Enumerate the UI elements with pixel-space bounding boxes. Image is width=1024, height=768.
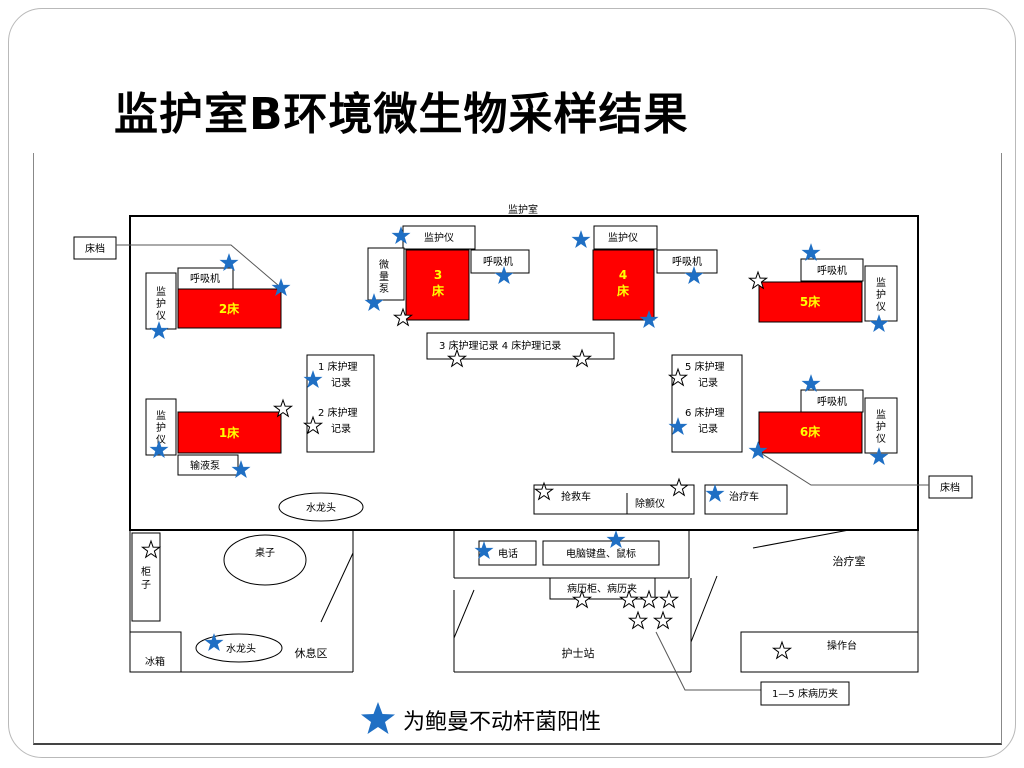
bed-2 — [177, 288, 282, 329]
svg-text:4: 4 — [619, 268, 627, 282]
svg-text:6 床护理: 6 床护理 — [685, 406, 725, 419]
svg-text:床: 床 — [432, 283, 445, 298]
bed3-ventilator: 呼吸机 — [483, 255, 513, 268]
phone-label: 电话 — [498, 547, 518, 560]
svg-text:监: 监 — [876, 276, 886, 289]
svg-text:记录: 记录 — [331, 423, 351, 435]
treatment-cart-label: 治疗车 — [729, 490, 759, 503]
svg-text:仪: 仪 — [876, 433, 886, 445]
table-label: 桌子 — [255, 546, 275, 559]
svg-text:量: 量 — [379, 271, 389, 283]
floor-plan: 监护室 休息区 护士站 治疗室 床档 床档 呼吸机 监 护 仪 2床 监 护 仪… — [73, 203, 973, 735]
bed-6-label: 6床 — [800, 424, 821, 439]
crash-cart-label: 抢救车 — [561, 490, 591, 503]
chart-folder-callout: 1—5 床病历夹 — [772, 687, 838, 700]
fridge-label: 冰箱 — [145, 655, 165, 668]
keyboard-mouse-label: 电脑键盘、鼠标 — [566, 547, 636, 560]
bed-3 — [405, 249, 470, 321]
treatment-room-label: 治疗室 — [833, 554, 866, 568]
negative-star-icon — [653, 611, 673, 629]
svg-text:仪: 仪 — [876, 301, 886, 313]
svg-text:泵: 泵 — [379, 283, 389, 295]
bed-rail-callout-left: 床档 — [85, 242, 105, 255]
bed-1-label: 1床 — [219, 425, 240, 440]
bed3-monitor: 监护仪 — [424, 231, 454, 244]
bed-6 — [758, 411, 863, 454]
svg-text:仪: 仪 — [156, 310, 166, 322]
bed-5 — [758, 281, 863, 323]
svg-text:微: 微 — [379, 258, 389, 271]
icu-room-label: 监护室 — [508, 203, 538, 216]
svg-text:2 床护理: 2 床护理 — [318, 406, 358, 419]
svg-text:护: 护 — [876, 420, 886, 433]
floor-plan-panel: 监护室 休息区 护士站 治疗室 床档 床档 呼吸机 监 护 仪 2床 监 护 仪… — [33, 153, 1002, 745]
svg-text:记录: 记录 — [698, 377, 718, 389]
workbench-label: 操作台 — [827, 639, 857, 652]
nursing-record-34: 3 床护理记录 4 床护理记录 — [439, 339, 561, 352]
lounge-label: 休息区 — [295, 646, 328, 660]
chart-cabinet-label: 病历柜、病历夹 — [567, 582, 637, 595]
bed5-ventilator: 呼吸机 — [817, 264, 847, 277]
bed4-ventilator: 呼吸机 — [672, 255, 702, 268]
negative-star-icon — [659, 590, 679, 608]
svg-text:床: 床 — [617, 283, 630, 298]
bed-rail-callout-right: 床档 — [940, 481, 960, 494]
positive-star-icon — [801, 374, 821, 392]
bed-4 — [592, 249, 655, 321]
bed-1 — [177, 411, 282, 454]
bed6-ventilator: 呼吸机 — [817, 395, 847, 408]
faucet-icu: 水龙头 — [306, 501, 336, 514]
slide-title: 监护室B环境微生物采样结果 — [114, 89, 689, 140]
svg-text:3: 3 — [434, 268, 442, 282]
defibrillator-label: 除颤仪 — [635, 497, 665, 510]
svg-text:护: 护 — [876, 288, 886, 301]
svg-text:记录: 记录 — [331, 377, 351, 389]
svg-text:仪: 仪 — [156, 434, 166, 446]
positive-star-icon — [571, 230, 591, 248]
bed-5-label: 5床 — [800, 294, 821, 309]
svg-text:记录: 记录 — [698, 423, 718, 435]
bed2-ventilator: 呼吸机 — [190, 272, 220, 285]
legend-star-icon — [361, 702, 395, 734]
svg-text:子: 子 — [141, 579, 151, 591]
bed-2-label: 2床 — [219, 301, 240, 316]
svg-text:监: 监 — [876, 408, 886, 421]
svg-text:5 床护理: 5 床护理 — [685, 360, 725, 373]
svg-text:护: 护 — [156, 421, 166, 434]
bed4-monitor: 监护仪 — [608, 231, 638, 244]
svg-text:护: 护 — [156, 297, 166, 310]
icu-room — [129, 215, 919, 531]
svg-text:柜: 柜 — [141, 565, 151, 578]
legend-text: 为鲍曼不动杆菌阳性 — [403, 710, 601, 735]
nurse-station-label: 护士站 — [562, 646, 595, 660]
legend: 为鲍曼不动杆菌阳性 — [361, 702, 601, 735]
negative-star-icon — [628, 611, 648, 629]
svg-text:1 床护理: 1 床护理 — [318, 360, 358, 373]
infusion-pump-label: 输液泵 — [190, 459, 220, 472]
faucet-lounge: 水龙头 — [226, 642, 256, 655]
positive-star-icon — [801, 243, 821, 261]
svg-text:监: 监 — [156, 285, 166, 298]
svg-text:监: 监 — [156, 409, 166, 422]
